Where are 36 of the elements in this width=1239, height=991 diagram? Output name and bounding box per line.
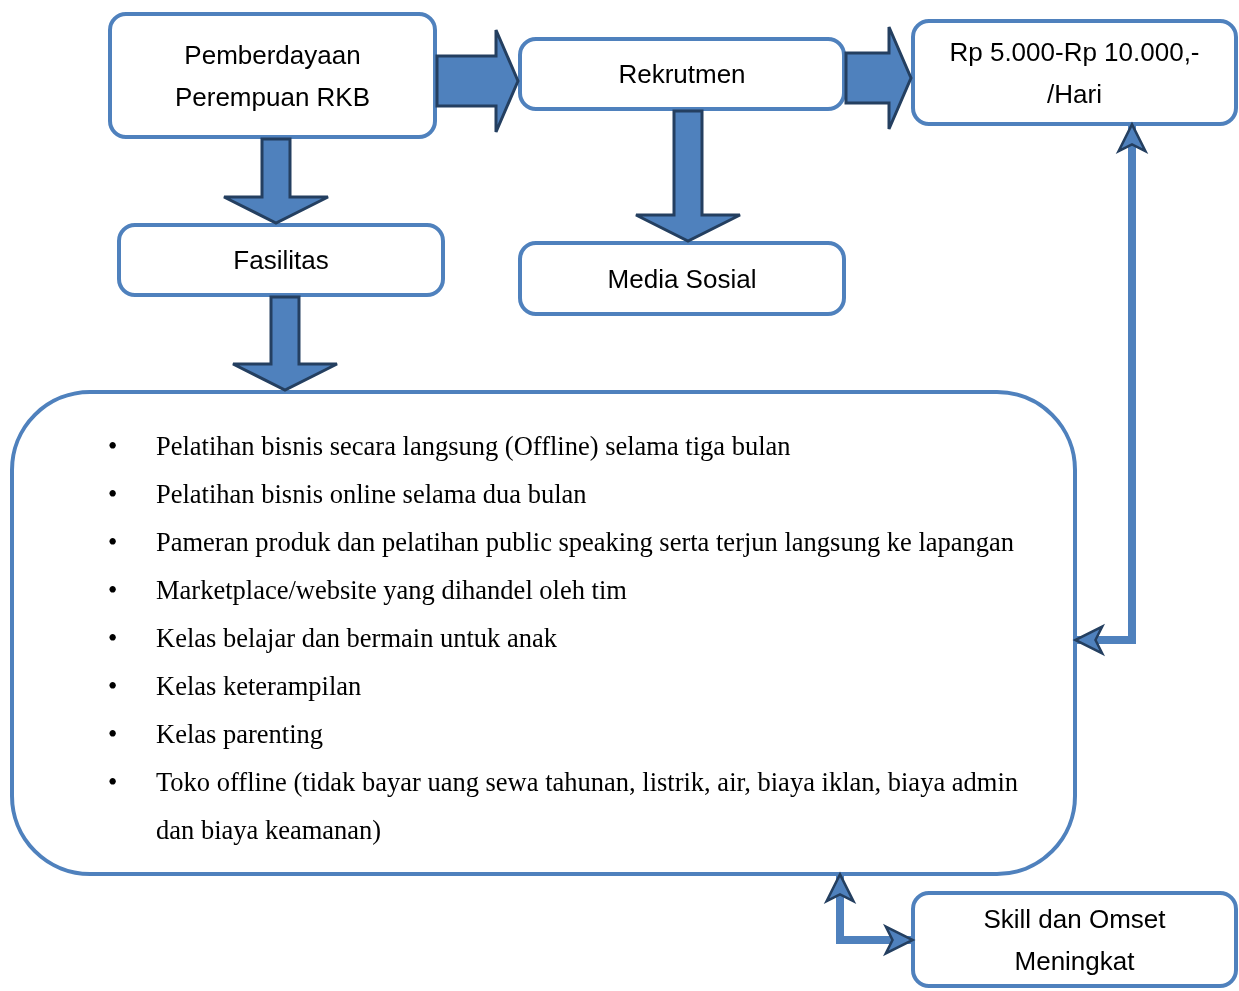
- process-box: [518, 37, 846, 111]
- bullet: •: [108, 478, 119, 511]
- double-arrow: [1074, 123, 1147, 655]
- bullet: •: [108, 766, 119, 799]
- box-label: Media Sosial: [607, 262, 757, 296]
- box-label: Fasilitas: [233, 244, 329, 277]
- box-label: Skill dan Omset Meningkat: [982, 902, 1167, 978]
- list-item: Marketplace/website yang dihandel oleh tim: [156, 574, 627, 607]
- list-item: Pameran produk dan pelatihan public speaking serta terjun langsung ke lapangan: [156, 526, 1015, 559]
- bullet: •: [108, 670, 119, 703]
- list-item: Kelas belajar dan bermain untuk anak: [156, 622, 558, 655]
- process-box: [117, 223, 445, 297]
- block-arrow: [222, 137, 330, 225]
- bullet: •: [108, 574, 119, 607]
- bullet: •: [108, 622, 119, 655]
- list-item: Kelas parenting: [156, 718, 324, 751]
- block-arrow: [231, 295, 339, 392]
- list-item: Pelatihan bisnis secara langsung (Offline) selama tiga bulan: [156, 430, 791, 463]
- box-label: Rp 5.000-Rp 10.000,- /Hari: [948, 35, 1201, 111]
- rounded-panel: [10, 390, 1077, 876]
- box-label: Pemberdayaan Perempuan RKB: [173, 38, 372, 114]
- list-item: Pelatihan bisnis online selama dua bulan: [156, 478, 587, 511]
- bullet: •: [108, 430, 119, 463]
- block-arrow: [435, 28, 520, 134]
- process-box: [518, 241, 846, 316]
- list-item: Toko offline (tidak bayar uang sewa tahunan, listrik, air, biaya iklan, biaya admin dan biaya keamanan): [156, 766, 1019, 847]
- process-box: [911, 19, 1238, 126]
- box-label: Rekrutmen: [618, 58, 746, 91]
- bullet: •: [108, 526, 119, 559]
- list-item: Kelas keterampilan: [156, 670, 362, 703]
- block-arrow: [634, 109, 742, 243]
- block-arrow: [844, 25, 913, 131]
- bullet: •: [108, 718, 119, 751]
- process-box: [911, 891, 1238, 988]
- double-arrow: [825, 873, 914, 955]
- process-box: [108, 12, 437, 139]
